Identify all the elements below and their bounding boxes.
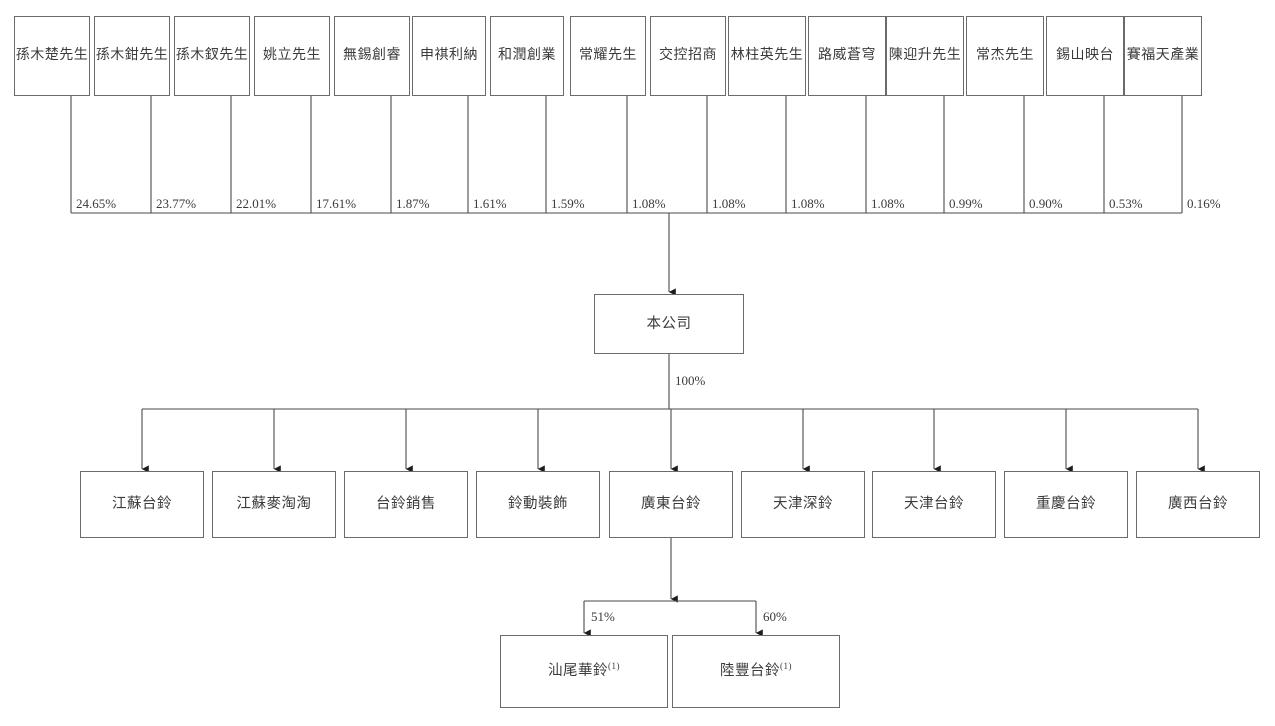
node-label: 汕尾華鈴(1) [548, 661, 620, 680]
shareholder-percent-12: 0.90% [1029, 196, 1063, 211]
shareholder-percent-0: 24.65% [76, 196, 117, 211]
node-label: 常耀先生 [579, 47, 637, 63]
node-label: 台鈴銷售 [376, 496, 436, 513]
subsidiary-box-1[interactable]: 江蘇麥淘淘 [212, 471, 336, 538]
shareholder-box-11[interactable]: 陳迎升先生 [886, 16, 964, 96]
shareholder-percent-5: 1.61% [473, 196, 507, 211]
shareholder-percent-11: 0.99% [949, 196, 983, 211]
company-box[interactable]: 本公司 [594, 294, 744, 354]
subsidiary-box-4[interactable]: 廣東台鈴 [609, 471, 733, 538]
node-label: 林柱英先生 [730, 47, 804, 63]
node-label: 廣東台鈴 [641, 496, 701, 513]
node-label: 江蘇麥淘淘 [236, 496, 312, 513]
shareholder-box-13[interactable]: 錫山映台 [1046, 16, 1124, 96]
grandchild-percent-1: 60% [763, 609, 787, 624]
node-label: 重慶台鈴 [1036, 496, 1096, 513]
shareholder-box-6[interactable]: 和潤創業 [490, 16, 564, 96]
shareholder-percent-3: 17.61% [316, 196, 357, 211]
shareholder-percent-7: 1.08% [632, 196, 666, 211]
shareholder-box-10[interactable]: 路威蒼穹 [808, 16, 886, 96]
shareholder-box-1[interactable]: 孫木鉗先生 [94, 16, 170, 96]
node-label: 孫木鉗先生 [95, 47, 169, 63]
shareholder-box-7[interactable]: 常耀先生 [570, 16, 646, 96]
subsidiary-box-0[interactable]: 江蘇台鈴 [80, 471, 204, 538]
node-label: 天津深鈴 [773, 496, 833, 513]
shareholder-box-5[interactable]: 申祺利納 [412, 16, 486, 96]
shareholder-box-4[interactable]: 無錫創睿 [334, 16, 410, 96]
shareholder-box-8[interactable]: 交控招商 [650, 16, 726, 96]
shareholder-box-0[interactable]: 孫木楚先生 [14, 16, 90, 96]
node-label: 鈴動裝飾 [508, 496, 568, 513]
shareholder-percent-6: 1.59% [551, 196, 585, 211]
subsidiary-box-5[interactable]: 天津深鈴 [741, 471, 865, 538]
node-label: 廣西台鈴 [1168, 496, 1228, 513]
shareholder-percent-4: 1.87% [396, 196, 430, 211]
node-label: 孫木楚先生 [15, 47, 89, 63]
shareholder-percent-8: 1.08% [712, 196, 746, 211]
grandchild-percent-0: 51% [591, 609, 615, 624]
node-label: 無錫創睿 [343, 47, 401, 63]
shareholder-percent-13: 0.53% [1109, 196, 1143, 211]
node-label: 江蘇台鈴 [112, 496, 172, 513]
shareholder-box-12[interactable]: 常杰先生 [966, 16, 1044, 96]
node-label: 本公司 [646, 315, 692, 332]
subsidiary-box-2[interactable]: 台鈴銷售 [344, 471, 468, 538]
node-label: 陳迎升先生 [888, 47, 962, 63]
subsidiary-box-7[interactable]: 重慶台鈴 [1004, 471, 1128, 538]
shareholder-percent-14: 0.16% [1187, 196, 1221, 211]
footnote-marker: (1) [608, 661, 620, 672]
shareholder-percent-9: 1.08% [791, 196, 825, 211]
company-ownership-percent: 100% [675, 373, 706, 388]
shareholder-percent-1: 23.77% [156, 196, 197, 211]
grandchild-box-0[interactable]: 汕尾華鈴(1) [500, 635, 668, 708]
subsidiary-box-8[interactable]: 廣西台鈴 [1136, 471, 1260, 538]
shareholder-percent-10: 1.08% [871, 196, 905, 211]
shareholder-percent-2: 22.01% [236, 196, 277, 211]
node-label: 和潤創業 [498, 47, 556, 63]
subsidiary-box-6[interactable]: 天津台鈴 [872, 471, 996, 538]
node-label: 孫木釵先生 [175, 47, 249, 63]
node-label: 路威蒼穹 [818, 47, 876, 63]
shareholder-box-9[interactable]: 林柱英先生 [728, 16, 806, 96]
node-label: 天津台鈴 [904, 496, 964, 513]
node-label: 申祺利納 [420, 47, 478, 63]
footnote-marker: (1) [780, 661, 792, 672]
node-label: 陸豐台鈴(1) [720, 661, 792, 680]
subsidiary-box-3[interactable]: 鈴動裝飾 [476, 471, 600, 538]
node-label: 常杰先生 [976, 47, 1034, 63]
shareholder-box-2[interactable]: 孫木釵先生 [174, 16, 250, 96]
shareholder-box-3[interactable]: 姚立先生 [254, 16, 330, 96]
grandchild-box-1[interactable]: 陸豐台鈴(1) [672, 635, 840, 708]
shareholder-box-14[interactable]: 賽福天產業 [1124, 16, 1202, 96]
node-label: 姚立先生 [263, 47, 321, 63]
node-label: 交控招商 [659, 47, 717, 63]
node-label: 錫山映台 [1056, 47, 1114, 63]
node-label: 賽福天產業 [1126, 47, 1200, 63]
